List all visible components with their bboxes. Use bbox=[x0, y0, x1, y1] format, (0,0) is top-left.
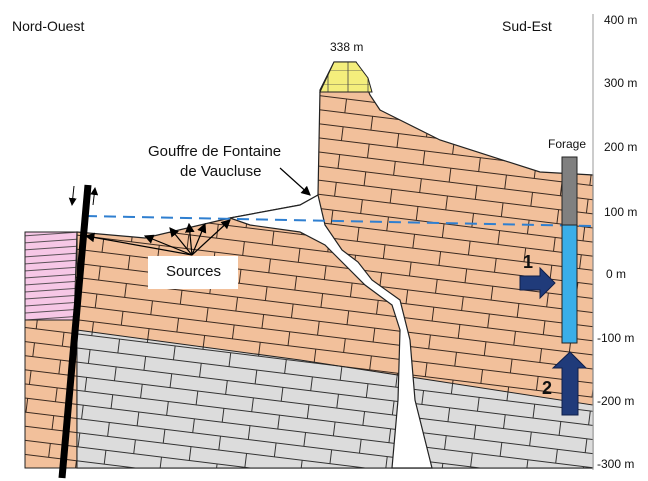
fault-line bbox=[58, 184, 92, 479]
northwest-label: Nord-Ouest bbox=[12, 18, 85, 34]
sources-label: Sources bbox=[166, 263, 222, 280]
flow-arrow-1-icon bbox=[519, 266, 556, 300]
axis-tick-100: 100 m bbox=[604, 205, 638, 219]
source-arrows bbox=[84, 219, 231, 256]
arrow-1-label: 1 bbox=[523, 252, 534, 272]
gouffre-label-line1: Gouffre de Fontaine bbox=[148, 143, 282, 160]
water-table-line bbox=[84, 215, 594, 227]
axis-tick-minus300: -300 m bbox=[597, 457, 635, 471]
karst-conduit bbox=[227, 194, 433, 469]
summit-elevation-label: 338 m bbox=[330, 40, 364, 54]
gouffre-pointer-arrow-icon bbox=[279, 167, 311, 196]
axis-tick-minus100: -100 m bbox=[597, 331, 635, 345]
summit-cap bbox=[319, 61, 373, 93]
sources-box bbox=[148, 256, 238, 289]
axis-tick-0: 0 m bbox=[606, 267, 627, 281]
arrow-2-label: 2 bbox=[542, 378, 553, 398]
axis-tick-minus200: -200 m bbox=[597, 394, 635, 408]
borehole-water bbox=[561, 224, 578, 344]
marl-layer bbox=[24, 231, 78, 321]
axis-tick-400: 400 m bbox=[604, 13, 638, 27]
southeast-label: Sud-Est bbox=[502, 18, 552, 34]
fault-down-arrow-icon bbox=[68, 185, 77, 206]
flow-arrow-2-icon bbox=[551, 351, 588, 416]
fault-up-arrow-icon bbox=[90, 187, 99, 206]
forage-label: Forage bbox=[548, 137, 587, 151]
borehole-casing bbox=[561, 156, 578, 226]
axis-tick-300: 300 m bbox=[604, 76, 638, 90]
gouffre-label-line2: de Vaucluse bbox=[180, 163, 262, 180]
axis-tick-200: 200 m bbox=[604, 140, 638, 154]
